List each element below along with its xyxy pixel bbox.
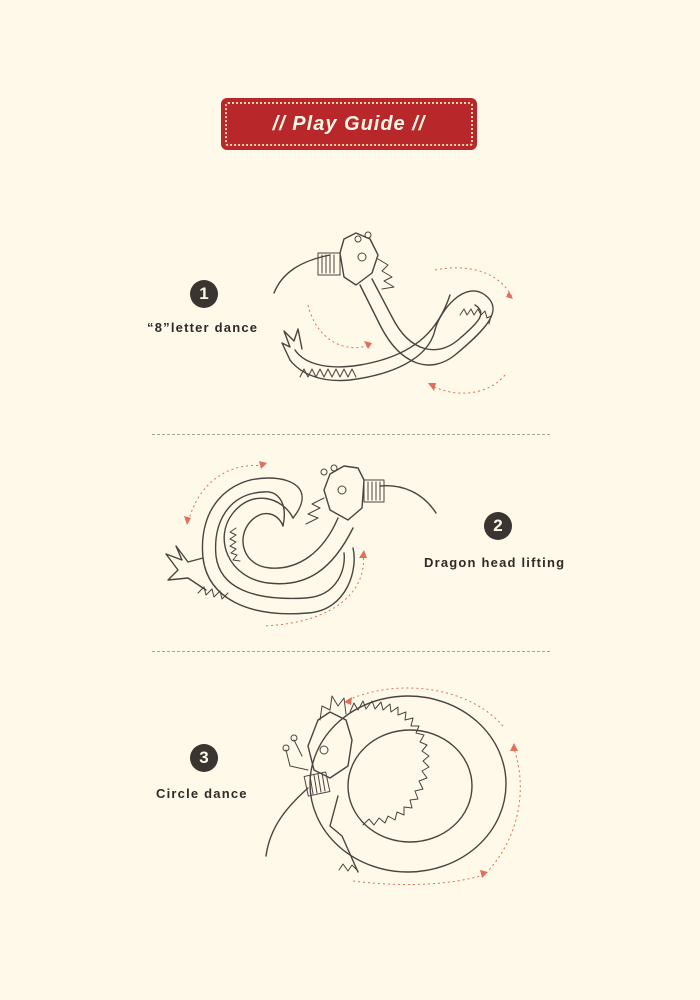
title-badge: // Play Guide // bbox=[221, 98, 477, 150]
step-1-label: “8”letter dance bbox=[147, 320, 259, 335]
dragon-head-icon bbox=[317, 231, 395, 290]
step-1-number: 1 bbox=[190, 280, 218, 308]
step-3-number: 3 bbox=[190, 744, 218, 772]
page-title: // Play Guide // bbox=[272, 112, 426, 135]
dragon-circle-illustration bbox=[265, 687, 521, 886]
dragon-head-icon bbox=[305, 464, 385, 525]
step-2-number: 2 bbox=[484, 512, 512, 540]
section-divider-1 bbox=[152, 434, 550, 435]
dragon-head-icon bbox=[282, 695, 353, 797]
dragon-head-lifting-illustration bbox=[165, 461, 437, 627]
step-2-label: Dragon head lifting bbox=[424, 555, 566, 570]
dragon-figure-eight-illustration bbox=[273, 231, 513, 394]
section-divider-2 bbox=[152, 651, 550, 652]
step-3-label: Circle dance bbox=[156, 786, 248, 801]
